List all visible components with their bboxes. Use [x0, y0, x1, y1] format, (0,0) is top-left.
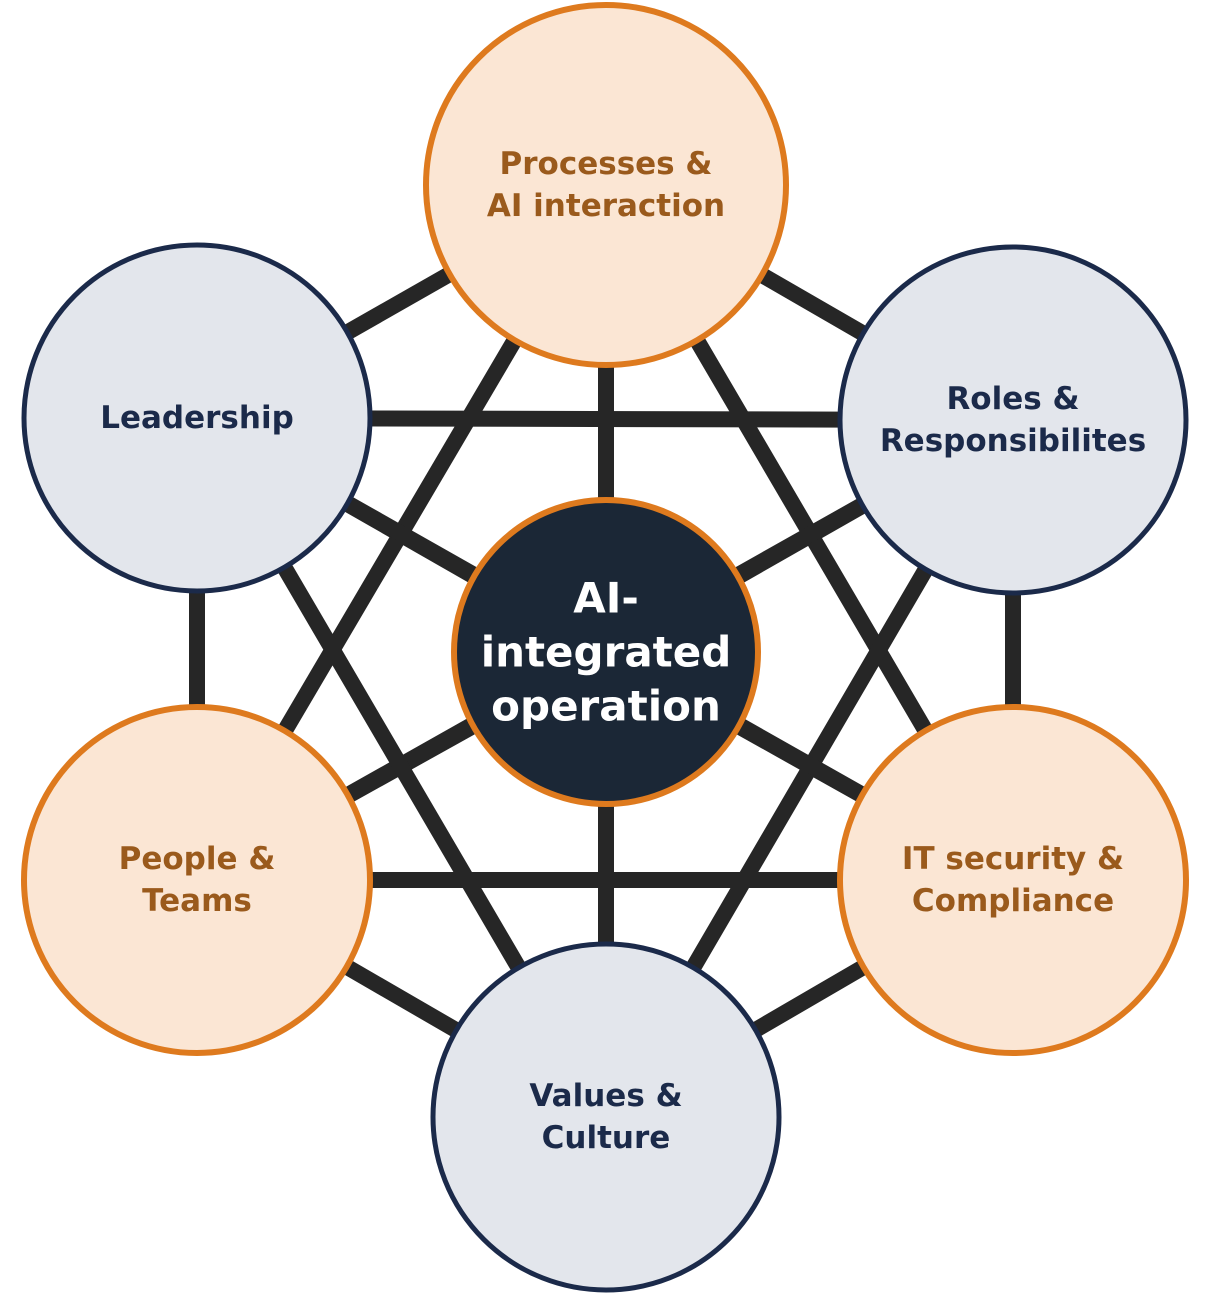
node-label-values-line-2: Culture [542, 1120, 671, 1156]
node-leadership: Leadership [21, 242, 373, 594]
node-label-roles-line-2: Responsibilites [880, 423, 1146, 459]
node-label-values-line-1: Values & [529, 1078, 682, 1114]
node-circle-processes [423, 2, 789, 368]
center-circle [451, 497, 761, 807]
node-circle-people [21, 704, 373, 1056]
node-circle-values [430, 941, 782, 1293]
node-label-it-security-line-1: IT security & [902, 841, 1124, 877]
center-label-line-3: operation [491, 682, 721, 731]
node-label-it-security-line-2: Compliance [912, 883, 1114, 919]
node-circle-leadership [21, 242, 373, 594]
node-label-roles-line-1: Roles & [946, 381, 1079, 417]
node-label-people-line-2: Teams [142, 883, 252, 919]
center-label-line-1: AI- [573, 574, 639, 623]
node-label-leadership-line-1: Leadership [100, 400, 294, 436]
center-node: AI-integrated operation [451, 497, 761, 807]
node-label-processes-line-2: AI interaction [487, 188, 725, 224]
node-circle-roles [837, 244, 1189, 596]
node-people: People & Teams [21, 704, 373, 1056]
node-circle-it-security [837, 704, 1189, 1056]
node-label-processes-line-1: Processes & [500, 146, 713, 182]
node-roles: Roles & Responsibilites [837, 244, 1189, 596]
center-label-line-2: integrated [481, 628, 732, 677]
node-processes: Processes & AI interaction [423, 2, 789, 368]
node-label-people-line-1: People & [119, 841, 276, 877]
node-values: Values & Culture [430, 941, 782, 1293]
node-it-security: IT security & Compliance [837, 704, 1189, 1056]
